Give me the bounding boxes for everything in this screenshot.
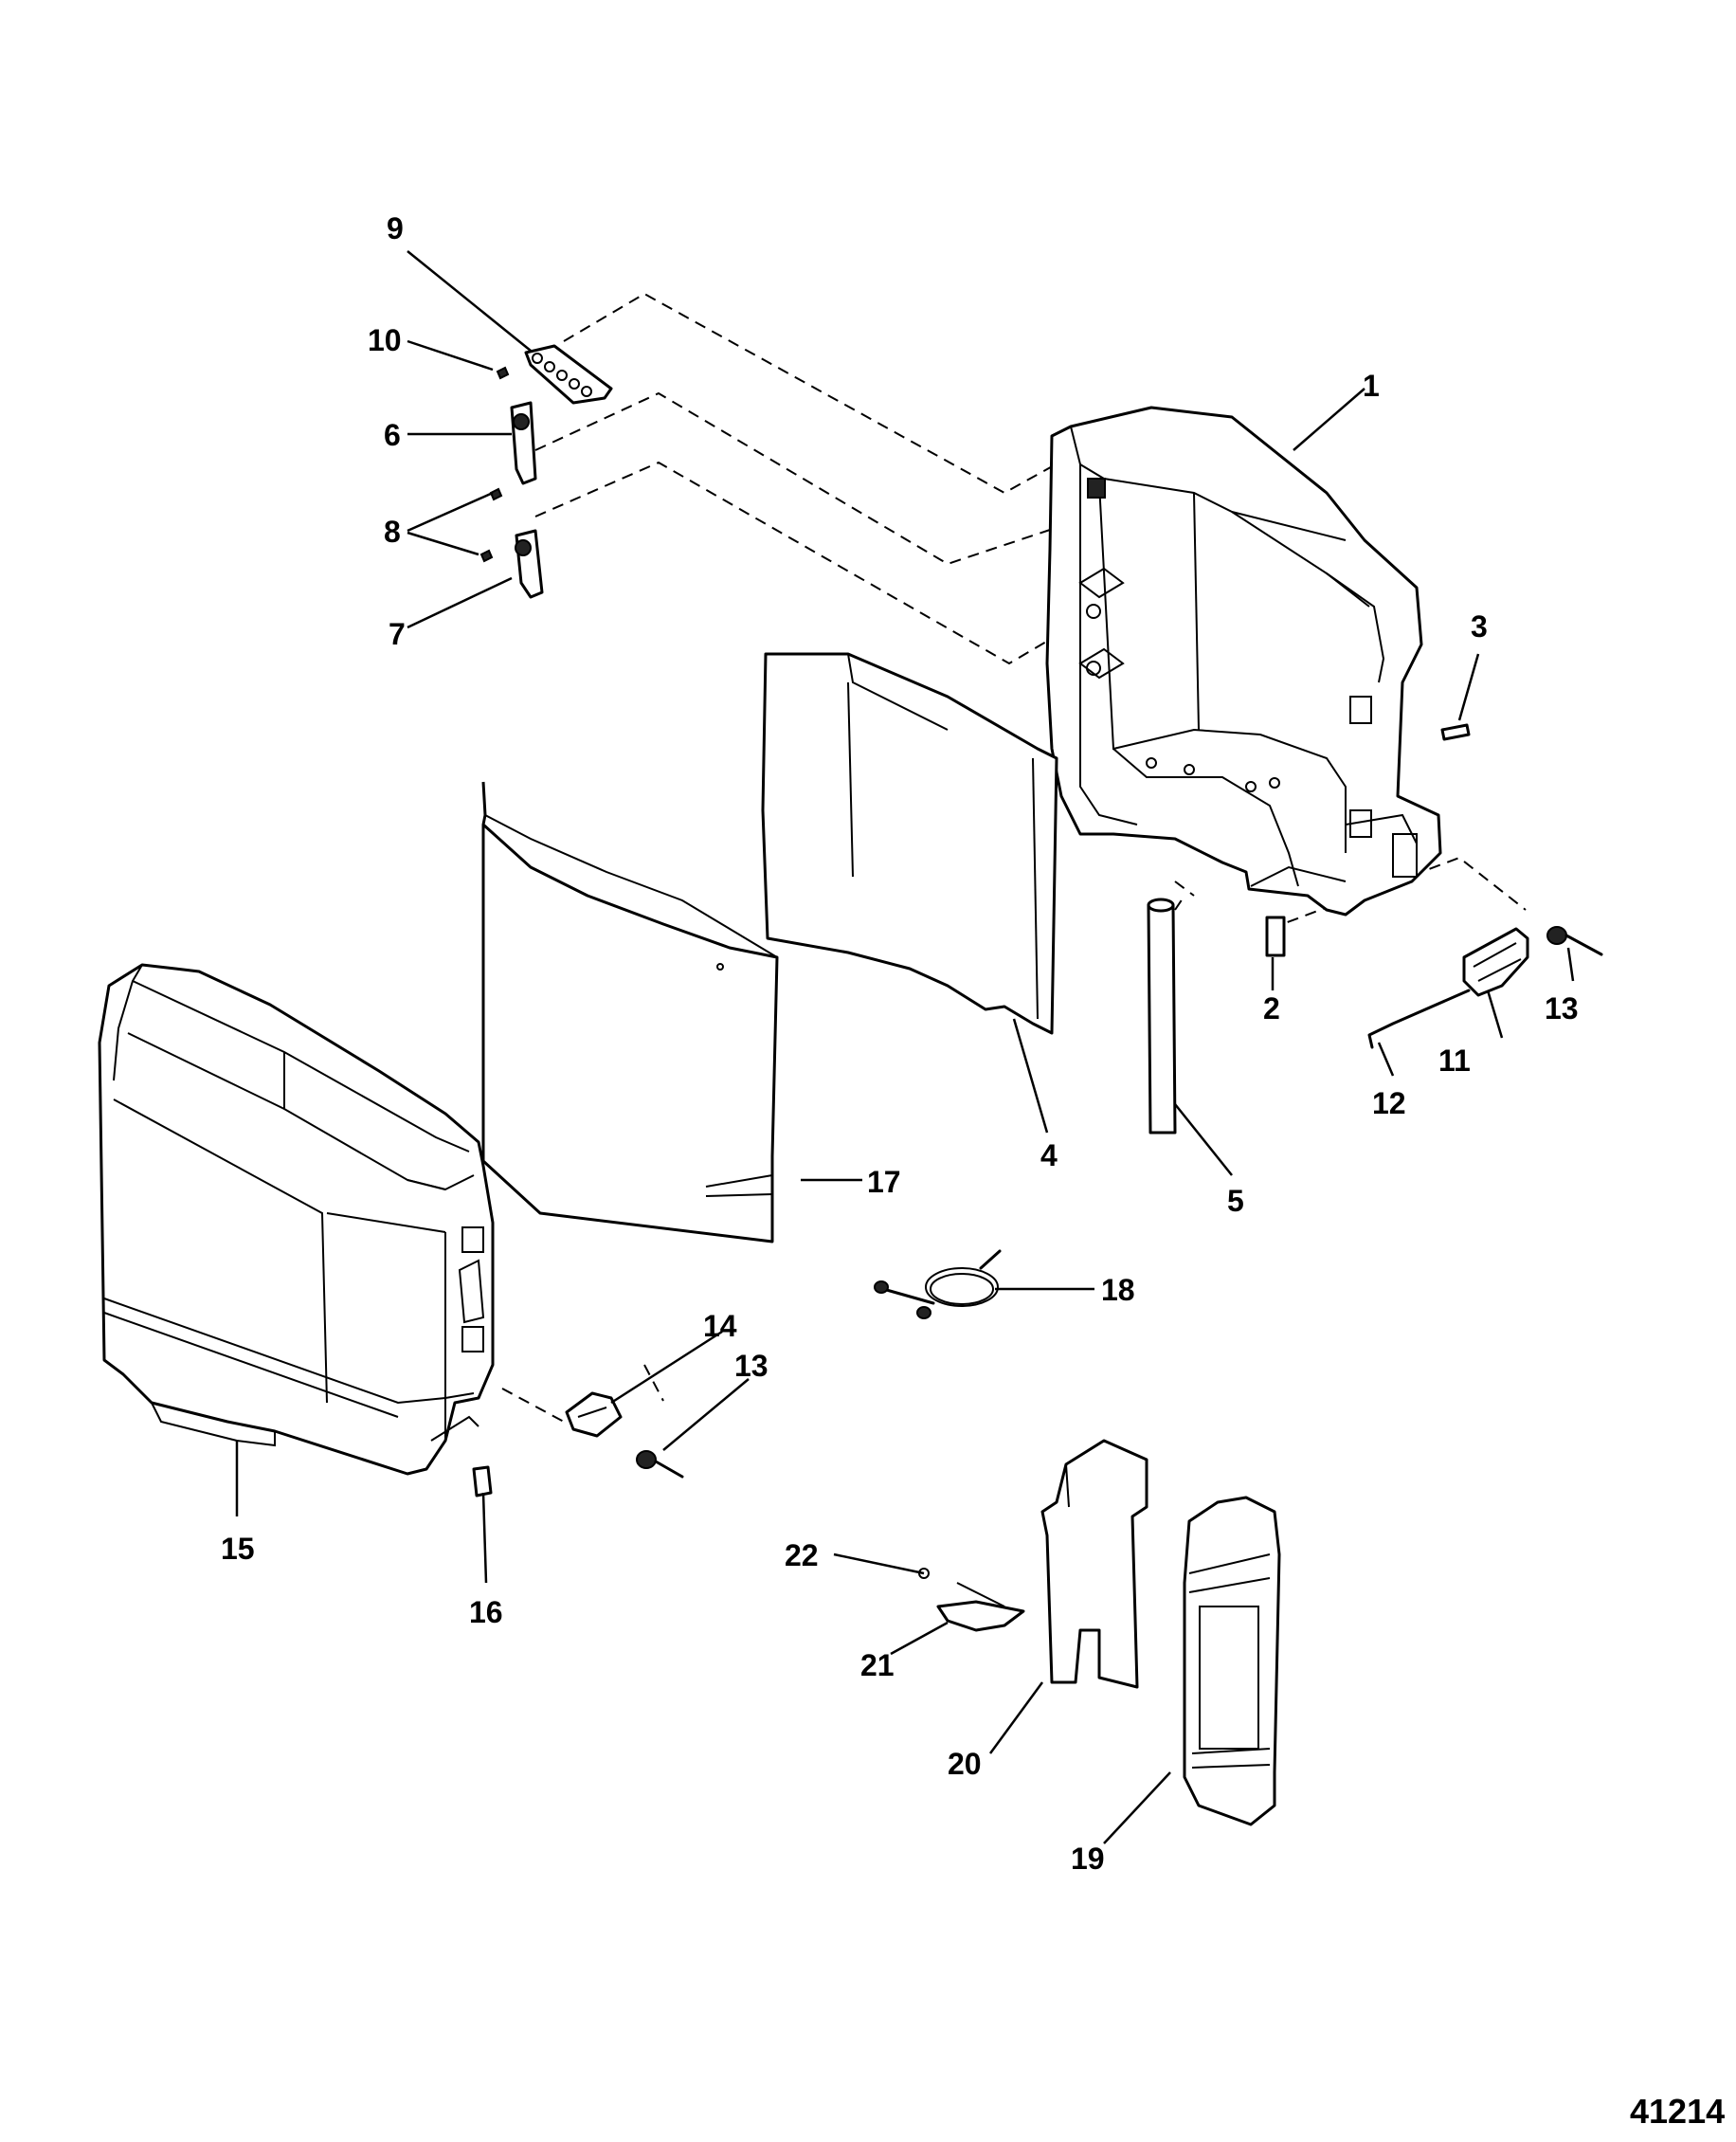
screw-part-10: [496, 366, 510, 380]
cable-part-18: [874, 1249, 1002, 1319]
grommet-strip-part-9: [524, 344, 613, 405]
callout-7: 7: [389, 617, 406, 651]
pin-part-13-right: [1546, 926, 1603, 956]
callout-10: 10: [368, 323, 402, 357]
latch-bracket-part-11: [1462, 927, 1529, 997]
screws-part-8: [479, 487, 503, 563]
tube-part-5: [1147, 898, 1177, 1135]
callout-18: 18: [1101, 1273, 1135, 1307]
callout-15: 15: [221, 1532, 255, 1566]
clip-part-16: [472, 1465, 493, 1498]
bracket-part-21: [936, 1582, 1025, 1632]
callout-1: 1: [1363, 369, 1380, 403]
callout-16: 16: [469, 1595, 503, 1629]
latch-part-14: [565, 1391, 623, 1438]
callout-20: 20: [948, 1747, 982, 1781]
cover-part-19: [1183, 1496, 1281, 1826]
hinge-clip-part-6: [510, 401, 537, 485]
callout-13-right: 13: [1545, 991, 1579, 1026]
decal-part-3: [1440, 723, 1471, 741]
hook-rod-part-12: [1367, 989, 1471, 1049]
callout-4: 4: [1040, 1138, 1058, 1172]
callout-22: 22: [785, 1538, 819, 1572]
front-cowl-part-15: [98, 963, 495, 1476]
rear-cowl-part-1: [1045, 406, 1442, 917]
panel-part-4: [761, 652, 1058, 1035]
callout-21: 21: [860, 1648, 895, 1682]
callout-labels: 1 2 3 4 5 6 7 8 9 10 11 12 13 13 14 15 1…: [221, 211, 1579, 1876]
callout-14: 14: [703, 1309, 737, 1343]
callout-19: 19: [1071, 1842, 1105, 1876]
hinge-clip-part-7: [515, 529, 544, 599]
callout-12: 12: [1372, 1086, 1406, 1120]
callout-3: 3: [1471, 609, 1488, 644]
pad-part-2: [1265, 916, 1286, 957]
callout-2: 2: [1263, 991, 1280, 1026]
pin-part-13-left: [636, 1450, 684, 1479]
panel-part-17: [481, 781, 779, 1243]
callout-6: 6: [384, 418, 401, 452]
callout-8: 8: [384, 515, 401, 549]
callout-5: 5: [1227, 1184, 1244, 1218]
pad-part-20: [1040, 1439, 1148, 1689]
callout-13-left: 13: [734, 1349, 769, 1383]
figure-number: 41214: [1630, 2092, 1725, 2131]
callout-9: 9: [387, 211, 404, 245]
callout-17: 17: [867, 1165, 901, 1199]
callout-11: 11: [1438, 1044, 1471, 1078]
leader-lines: [235, 250, 1575, 1844]
